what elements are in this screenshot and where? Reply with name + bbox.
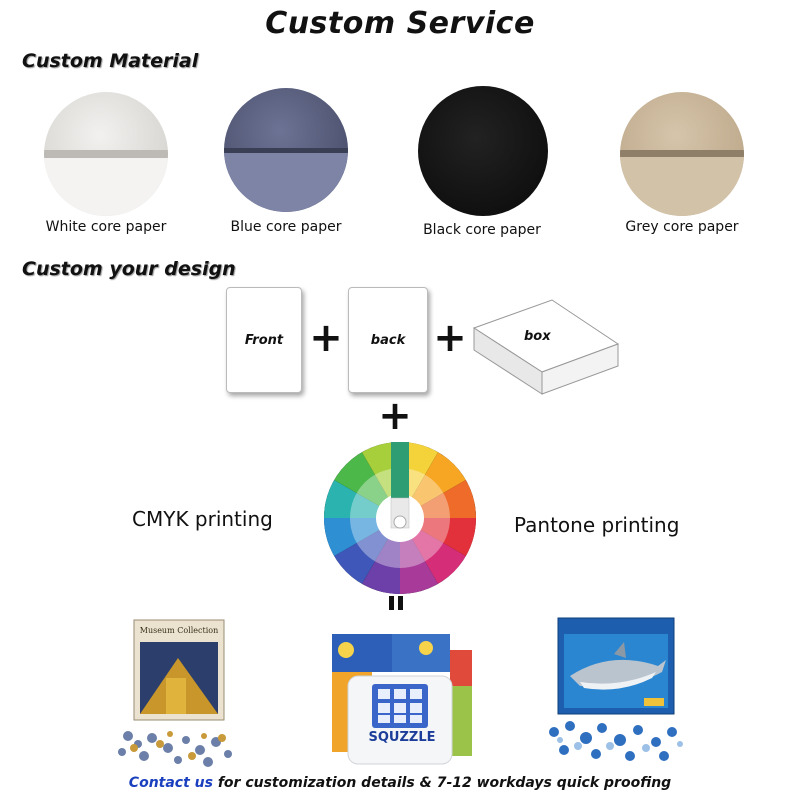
front-card: Front <box>226 287 302 393</box>
pantone-printing-label: Pantone printing <box>514 513 680 537</box>
museum-collection-title: Museum Collection <box>139 626 219 635</box>
equals-icon <box>385 592 415 612</box>
plus-icon: + <box>378 393 412 439</box>
museum-puzzle-product-image: Museum Collection <box>108 618 248 770</box>
footer-text: for customization details & 7-12 workday… <box>212 775 672 791</box>
plus-icon: + <box>309 315 343 361</box>
black-core-paper-swatch <box>418 86 548 216</box>
material-label-blue: Blue core paper <box>230 219 342 235</box>
material-label-white: White core paper <box>45 219 167 235</box>
back-card: back <box>348 287 428 393</box>
footer-note: Contact us for customization details & 7… <box>0 775 800 791</box>
blue-core-paper-swatch <box>224 88 348 212</box>
shark-puzzle-product-image <box>540 614 690 770</box>
grey-core-paper-swatch <box>620 92 744 216</box>
white-core-paper-swatch <box>44 92 168 216</box>
plus-icon: + <box>433 315 467 361</box>
material-label-black: Black core paper <box>423 222 541 238</box>
squzzle-product-image: SQUZZLE <box>326 626 476 770</box>
paper-edge-icon <box>224 148 348 212</box>
box-label: box <box>524 329 551 344</box>
page-title: Custom Service <box>265 6 535 41</box>
pantone-color-wheel-image <box>320 440 480 596</box>
paper-edge-icon <box>620 150 744 216</box>
contact-us-link[interactable]: Contact us <box>128 775 213 791</box>
box-illustration <box>470 296 622 396</box>
section-heading-material: Custom Material <box>22 50 199 72</box>
squzzle-logo-text: SQUZZLE <box>368 730 436 745</box>
paper-edge-icon <box>44 150 168 216</box>
section-heading-design: Custom your design <box>22 258 236 280</box>
cmyk-printing-label: CMYK printing <box>132 507 273 531</box>
material-label-grey: Grey core paper <box>625 219 739 235</box>
